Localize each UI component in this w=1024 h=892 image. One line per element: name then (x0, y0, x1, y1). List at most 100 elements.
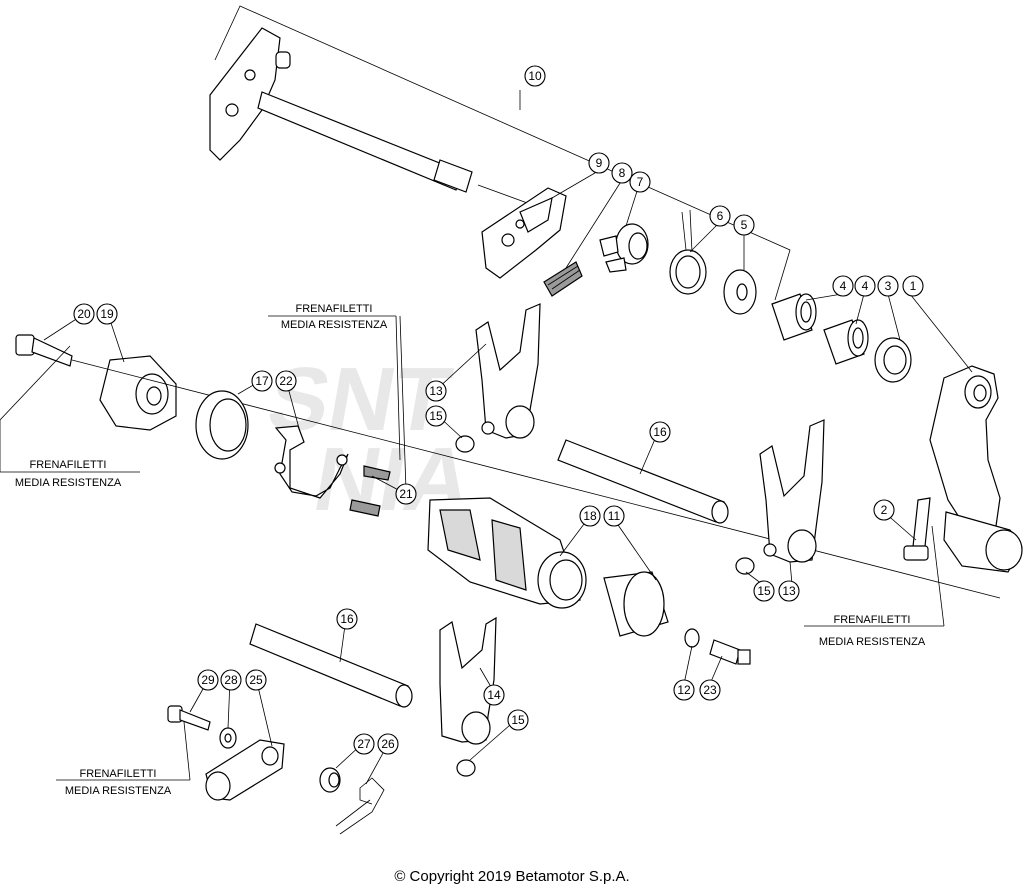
svg-text:16: 16 (340, 612, 354, 626)
callout-18: 18 (579, 505, 601, 527)
callout-10: 10 (524, 65, 546, 87)
seal-ring-17 (195, 390, 249, 460)
callout-16a: 16 (649, 421, 671, 443)
svg-text:11: 11 (608, 509, 621, 523)
fork-13-lower (759, 419, 825, 563)
sensor-23 (709, 639, 751, 665)
roller-27 (319, 767, 341, 793)
bolt-29 (167, 705, 211, 731)
note-left-line2: MEDIA RESISTENZA (15, 477, 122, 489)
callout-19: 19 (96, 303, 118, 325)
callout-15b: 15 (753, 580, 775, 602)
nut-15c (456, 759, 476, 777)
svg-text:23: 23 (703, 683, 717, 697)
bolt-20 (15, 334, 73, 367)
callout-28: 28 (220, 669, 242, 691)
note-right: FRENAFILETTI MEDIA RESISTENZA (804, 525, 945, 648)
callout-12: 12 (673, 679, 695, 701)
note-bottom-line2: MEDIA RESISTENZA (65, 785, 172, 797)
screw-21a (363, 465, 391, 481)
svg-text:19: 19 (100, 307, 114, 321)
callout-17: 17 (251, 370, 273, 392)
washer-12 (684, 628, 700, 648)
collar-7 (599, 223, 649, 273)
shift-shaft-assembly (209, 5, 791, 301)
svg-text:7: 7 (637, 175, 644, 189)
svg-text:2: 2 (881, 503, 888, 517)
svg-text:4: 4 (862, 279, 869, 293)
fork-13-upper (475, 303, 541, 439)
note-center-line1: FRENAFILETTI (295, 303, 372, 315)
callout-20: 20 (73, 303, 95, 325)
svg-text:6: 6 (717, 209, 724, 223)
spring-8 (543, 261, 583, 297)
bearing-4a (771, 293, 817, 341)
callout-11: 11 (603, 505, 625, 527)
svg-text:16: 16 (653, 425, 667, 439)
callout-14: 14 (483, 684, 505, 706)
svg-text:3: 3 (885, 279, 892, 293)
svg-text:18: 18 (583, 509, 597, 523)
spring-26 (335, 777, 385, 835)
shift-lever-1 (929, 365, 1023, 573)
svg-text:4: 4 (840, 279, 847, 293)
callout-5: 5 (733, 214, 755, 236)
callout-15c: 15 (507, 709, 529, 731)
sleeve-11 (603, 571, 669, 637)
callout-27: 27 (353, 733, 375, 755)
callout-7: 7 (629, 171, 651, 193)
nut-15b (735, 557, 755, 575)
callout-4a: 4 (832, 275, 854, 297)
callouts: 1 2 3 4 4 5 6 7 8 9 10 11 12 13 13 14 15… (73, 65, 924, 755)
svg-text:14: 14 (487, 688, 501, 702)
plate-22 (274, 425, 349, 499)
svg-text:8: 8 (619, 166, 626, 180)
lever-25 (205, 739, 285, 801)
svg-text:1: 1 (910, 279, 917, 293)
seal-3 (874, 337, 912, 383)
washer-5 (723, 269, 757, 315)
svg-text:17: 17 (255, 374, 269, 388)
note-right-line1: FRENAFILETTI (833, 614, 910, 626)
note-bottom-line1: FRENAFILETTI (79, 768, 156, 780)
note-left: FRENAFILETTI MEDIA RESISTENZA (0, 345, 140, 489)
svg-text:26: 26 (381, 737, 395, 751)
svg-text:12: 12 (677, 683, 691, 697)
svg-text:5: 5 (741, 218, 748, 232)
callout-21: 21 (395, 483, 417, 505)
note-center: FRENAFILETTI MEDIA RESISTENZA (268, 303, 407, 491)
svg-text:10: 10 (528, 69, 542, 83)
callout-25: 25 (245, 669, 267, 691)
callout-8: 8 (611, 162, 633, 184)
bearing-4b (823, 319, 869, 365)
callout-1: 1 (902, 275, 924, 297)
callout-2: 2 (873, 499, 895, 521)
callout-13b: 13 (778, 580, 800, 602)
callout-22: 22 (275, 370, 297, 392)
copyright-notice: © Copyright 2019 Betamotor S.p.A. (394, 868, 630, 885)
svg-text:21: 21 (399, 487, 413, 501)
callout-23: 23 (699, 679, 721, 701)
screw-21b (349, 499, 381, 517)
callout-4b: 4 (854, 275, 876, 297)
svg-text:9: 9 (596, 156, 603, 170)
callout-26: 26 (377, 733, 399, 755)
callout-13a: 13 (425, 380, 447, 402)
svg-text:27: 27 (357, 737, 371, 751)
nut-15a (455, 435, 475, 453)
fork-14 (439, 616, 497, 745)
svg-text:13: 13 (782, 584, 796, 598)
washer-28 (219, 727, 237, 749)
svg-text:29: 29 (201, 673, 215, 687)
svg-text:20: 20 (77, 307, 91, 321)
callout-3: 3 (877, 275, 899, 297)
svg-text:22: 22 (279, 374, 293, 388)
note-center-line2: MEDIA RESISTENZA (281, 319, 388, 331)
fork-shaft-16b (249, 623, 413, 708)
svg-text:15: 15 (429, 409, 443, 423)
callout-15a: 15 (425, 405, 447, 427)
bolt-2 (903, 497, 931, 561)
callout-16b: 16 (336, 608, 358, 630)
torsion-spring-6 (669, 209, 707, 295)
